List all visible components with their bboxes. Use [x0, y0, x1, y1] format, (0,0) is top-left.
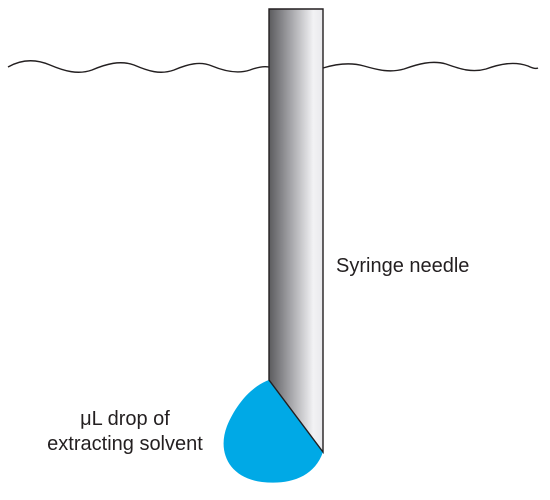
- water-surface-right: [322, 61, 539, 72]
- solvent-drop-label-line1: μL drop of: [80, 408, 170, 430]
- solvent-drop: [223, 380, 323, 483]
- syringe-needle-label: Syringe needle: [336, 255, 470, 277]
- water-surface-left: [7, 60, 270, 73]
- syringe-needle: [268, 8, 324, 455]
- solvent-drop-label-line2: extracting solvent: [47, 433, 203, 455]
- solvent-drop-label: μL drop of extracting solvent: [30, 407, 220, 457]
